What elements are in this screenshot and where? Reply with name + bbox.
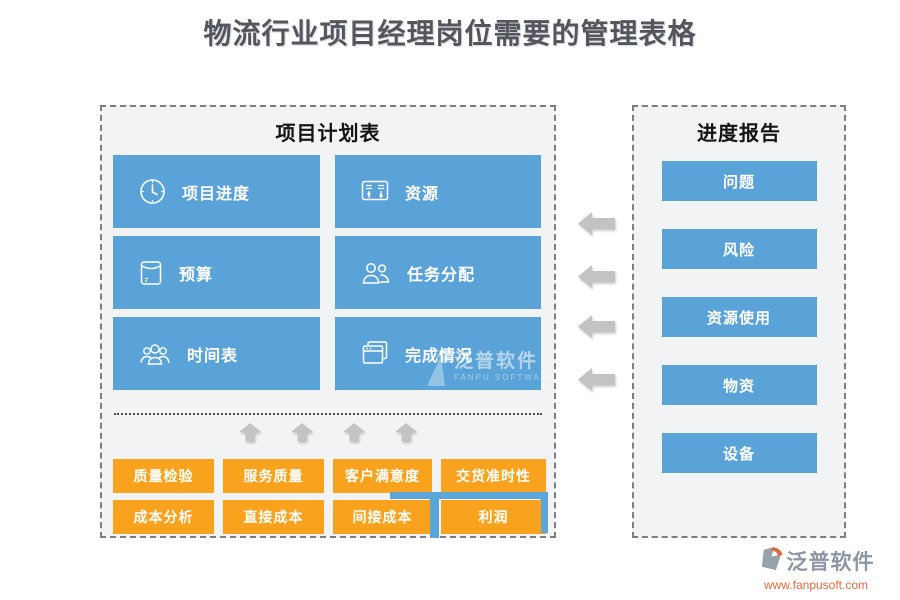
card-label: 项目进度 bbox=[182, 185, 251, 203]
project-plan-cards: 项目进度 资源 预算 bbox=[113, 155, 541, 390]
up-arrow-icon bbox=[342, 423, 366, 447]
report-item-issues: 问题 bbox=[661, 161, 817, 201]
card-resources: 资源 bbox=[335, 155, 541, 228]
metric-customer-satisfaction: 客户满意度 bbox=[333, 459, 432, 493]
up-arrow-icon bbox=[238, 423, 262, 447]
up-arrow-icon bbox=[290, 423, 314, 447]
card-timetable: 时间表 bbox=[113, 317, 320, 390]
profit-highlight-top-bar bbox=[390, 492, 548, 499]
brand-name: 泛普软件 bbox=[786, 551, 875, 574]
resource-panel-icon bbox=[361, 179, 389, 205]
card-label: 完成情况 bbox=[405, 347, 474, 365]
profit-highlight-right-bar bbox=[541, 492, 548, 533]
metric-service-quality: 服务质量 bbox=[223, 459, 324, 493]
card-label: 时间表 bbox=[187, 347, 239, 365]
metric-indirect-cost: 间接成本 bbox=[333, 500, 432, 534]
profit-highlight-left-bar bbox=[430, 492, 439, 538]
metric-grid: 质量检验 服务质量 客户满意度 交货准时性 成本分析 直接成本 间接成本 利润 bbox=[113, 459, 546, 534]
metric-delivery-punctuality: 交货准时性 bbox=[441, 459, 546, 493]
card-project-progress: 项目进度 bbox=[113, 155, 320, 228]
project-plan-title: 项目计划表 bbox=[275, 123, 381, 145]
stacked-windows-icon bbox=[361, 340, 389, 367]
left-arrow-icon bbox=[578, 368, 616, 396]
card-label: 预算 bbox=[179, 266, 214, 284]
metric-direct-cost: 直接成本 bbox=[223, 500, 324, 534]
brand-website: www.fanpusoft.com bbox=[763, 578, 869, 592]
brand-footer: 泛普软件 www.fanpusoft.com bbox=[740, 545, 892, 592]
left-arrow-icon bbox=[578, 315, 616, 343]
progress-report-items: 问题 风险 资源使用 物资 设备 bbox=[634, 161, 844, 473]
progress-report-panel: 进度报告 问题 风险 资源使用 物资 设备 bbox=[632, 105, 846, 538]
clock-icon bbox=[139, 178, 166, 205]
left-arrow-icon bbox=[578, 265, 616, 293]
page-title: 物流行业项目经理岗位需要的管理表格 bbox=[203, 18, 697, 49]
card-label: 资源 bbox=[405, 185, 440, 203]
metric-quality-inspection: 质量检验 bbox=[113, 459, 214, 493]
progress-report-title: 进度报告 bbox=[697, 123, 781, 145]
report-item-risks: 风险 bbox=[661, 229, 817, 269]
two-users-icon bbox=[361, 260, 391, 286]
metric-profit: 利润 bbox=[441, 500, 546, 534]
card-budget: 预算 bbox=[113, 236, 320, 309]
report-item-equipment: 设备 bbox=[661, 433, 817, 473]
user-group-icon bbox=[139, 341, 171, 367]
left-arrow-icon bbox=[578, 212, 616, 240]
metric-cost-analysis: 成本分析 bbox=[113, 500, 214, 534]
report-item-resource-usage: 资源使用 bbox=[661, 297, 817, 337]
up-arrows-row bbox=[102, 423, 554, 447]
card-completion: 完成情况 bbox=[335, 317, 541, 390]
budget-envelope-icon bbox=[139, 259, 163, 287]
card-task-assignment: 任务分配 bbox=[335, 236, 541, 309]
up-arrow-icon bbox=[394, 423, 418, 447]
project-plan-panel: 项目计划表 项目进度 资源 bbox=[100, 105, 556, 538]
report-item-materials: 物资 bbox=[661, 365, 817, 405]
dotted-divider bbox=[114, 413, 542, 415]
card-label: 任务分配 bbox=[407, 266, 476, 284]
brand-logo-icon bbox=[758, 545, 785, 577]
